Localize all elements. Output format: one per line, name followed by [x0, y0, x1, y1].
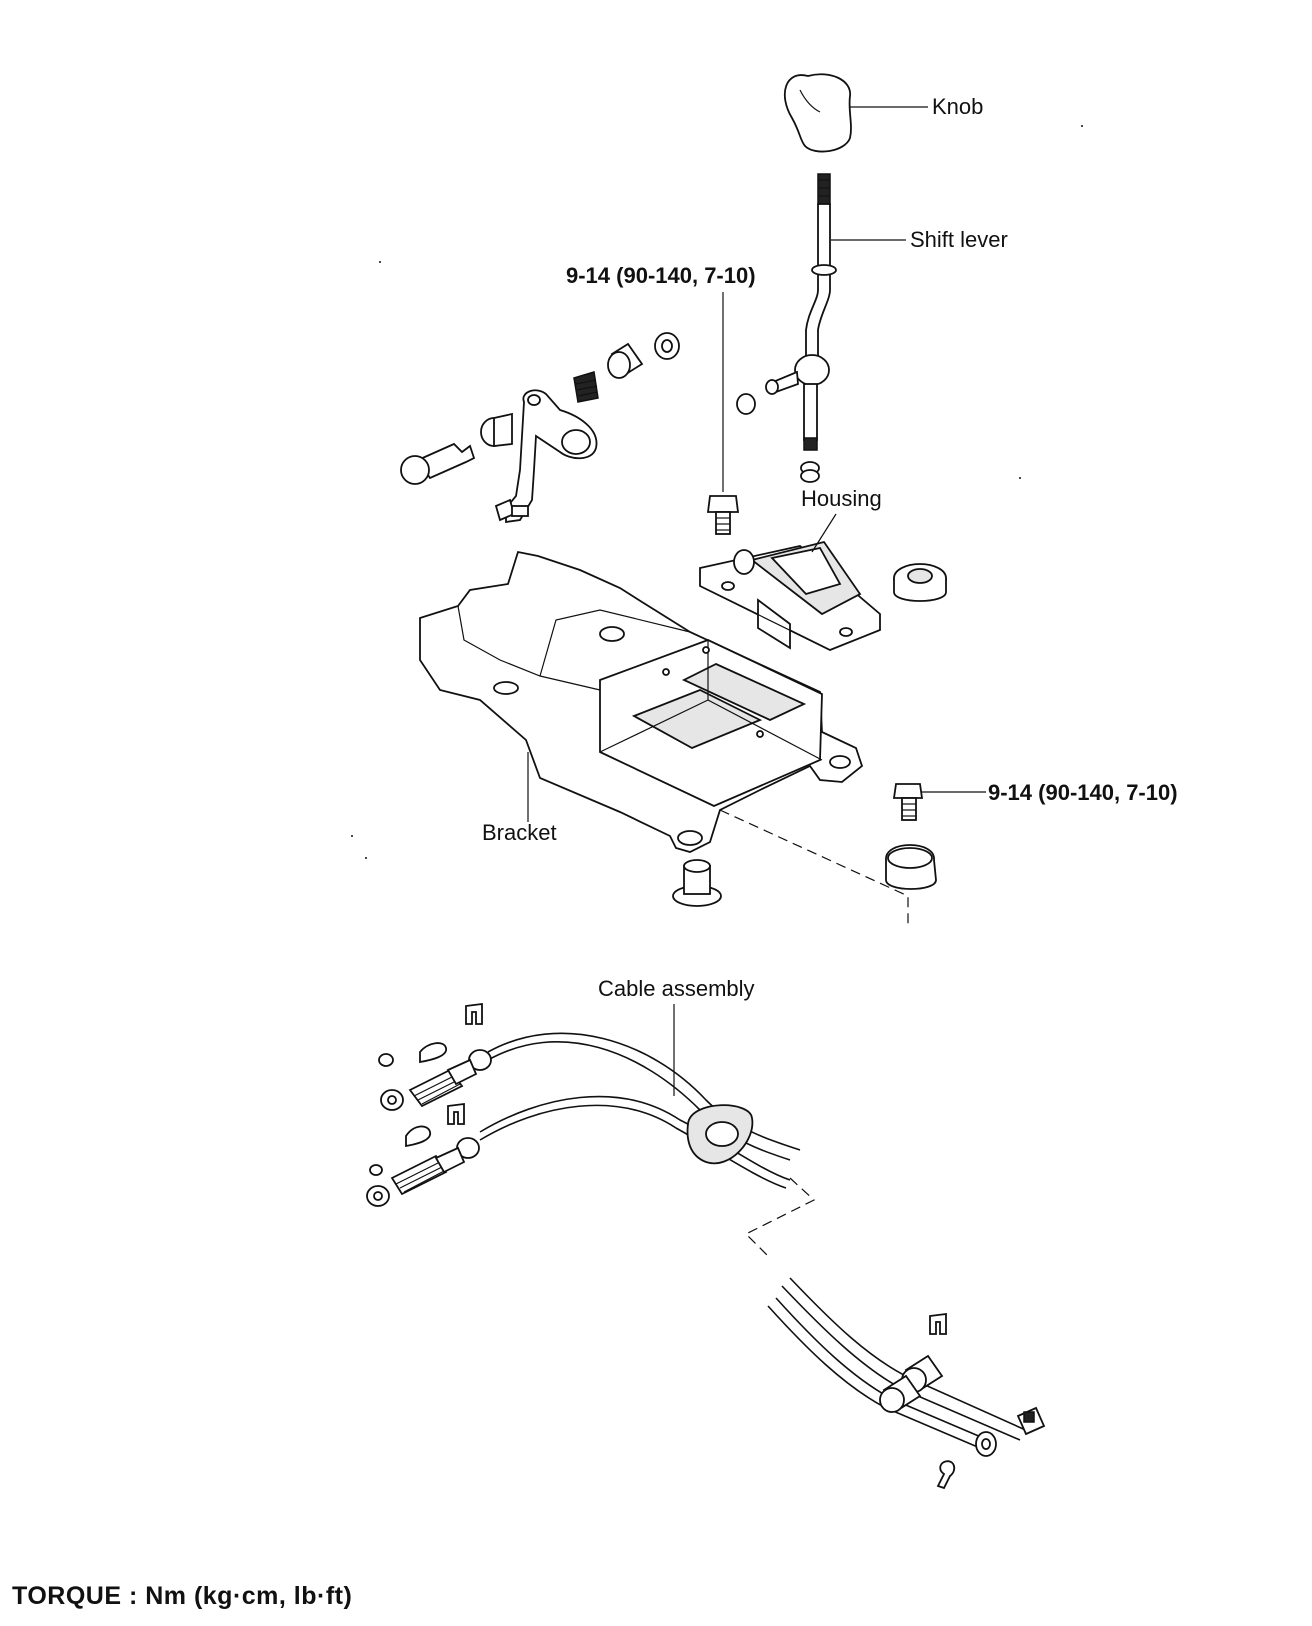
- housing-part: [699, 540, 881, 651]
- cable-assembly-part: [366, 1002, 1046, 1490]
- torque-spec-right-label: 9-14 (90-140, 7-10): [988, 780, 1178, 805]
- bracket-part: [419, 550, 864, 853]
- knob-label: Knob: [932, 94, 983, 119]
- select-lever-link-parts: [400, 332, 680, 524]
- housing-cap: [893, 563, 947, 602]
- torque-units-footer: TORQUE : Nm (kg·cm, lb·ft): [12, 1582, 353, 1610]
- housing-leader: [811, 513, 837, 553]
- bracket-label: Bracket: [482, 820, 557, 845]
- knob-part: [783, 73, 852, 153]
- bracket-grommet: [672, 859, 722, 907]
- bracket-bolt: [892, 783, 924, 821]
- cable-assembly-label: Cable assembly: [598, 976, 755, 1001]
- housing-label: Housing: [801, 486, 882, 511]
- torque-spec-top-label: 9-14 (90-140, 7-10): [566, 263, 756, 288]
- bracket-bushing: [885, 844, 937, 890]
- housing-bolt: [706, 495, 740, 535]
- shift-lever-part: [736, 173, 837, 483]
- scan-dots: [351, 125, 1083, 859]
- shift-lever-label: Shift lever: [910, 227, 1008, 252]
- bracket-to-bushing-dash: [719, 809, 909, 926]
